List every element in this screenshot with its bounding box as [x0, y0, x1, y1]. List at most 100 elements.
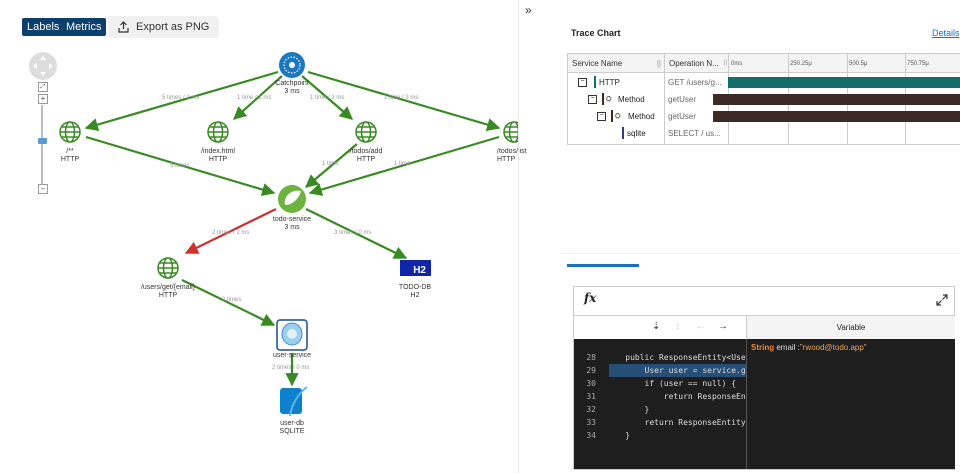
zoom-slider-handle[interactable]: [38, 138, 47, 144]
node-todo-db-sub: H2: [410, 292, 420, 299]
code-view: 28 public ResponseEntity<User 29 User us…: [574, 339, 746, 469]
export-icon: [118, 21, 129, 33]
node-root-sub: HTTP: [60, 156, 80, 163]
node-index-name: /index.html: [201, 148, 235, 155]
trace-chart-title: Trace Chart: [571, 28, 621, 38]
service-name: sqlite: [627, 129, 646, 138]
debugger-panel: fx ⇣ ↕ ← → Variable 28 public ResponseEn…: [573, 286, 955, 470]
sqlite-icon: [280, 386, 308, 417]
catchpoint-icon: [279, 52, 305, 78]
edge-todos-list-todo-service: [308, 135, 500, 196]
timeline-header: 0ms 250.25μ 500.5μ 750.75μ: [728, 54, 960, 73]
operation-name: GET /users/g...: [668, 78, 722, 87]
node-todo-service-sub: 3 ms: [284, 224, 300, 231]
panel-divider[interactable]: [518, 0, 519, 473]
tick-label: 0ms: [731, 61, 743, 67]
code-line: 33 return ResponseEntity: [586, 418, 746, 427]
service-name: Method: [618, 95, 645, 104]
operation-name: getUser: [668, 112, 697, 121]
tick-label: 750.75μ: [907, 61, 929, 67]
code-line: 30 if (user == null) {: [586, 379, 737, 388]
col-header-service[interactable]: Service Name ||: [568, 54, 664, 73]
step-forward-icon[interactable]: →: [718, 321, 728, 332]
node-todos-add-sub: HTTP: [356, 156, 376, 163]
span-bar[interactable]: [728, 77, 960, 88]
edge-users-get-user-service: [181, 279, 276, 326]
operation-name: SELECT / us...: [668, 129, 721, 138]
step-into-icon[interactable]: ⇣: [652, 321, 661, 332]
metrics-button[interactable]: Metrics: [61, 18, 107, 36]
globe-icon-index: [207, 121, 229, 143]
code-line: 34 }: [586, 431, 631, 440]
current-line-highlight: [609, 364, 746, 377]
node-user-service-name: user-service: [272, 352, 312, 359]
user-service-icon: [276, 319, 308, 351]
debug-controls: ⇣ ↕ ← →: [574, 316, 746, 339]
collapse-icon[interactable]: −: [597, 112, 606, 121]
method-icon: ⛭: [606, 96, 612, 103]
edge-label: 1 time / 1 ms: [237, 95, 272, 101]
expand-icon[interactable]: [936, 294, 948, 306]
code-line: 32 }: [586, 405, 650, 414]
edge-root-todo-service: [85, 135, 276, 196]
edge-label: 2 times / 0 ms: [272, 365, 310, 371]
details-link[interactable]: Details: [932, 28, 960, 38]
edge-catchpoint-todos-add: [301, 75, 354, 120]
pan-arrows-icon: [33, 56, 53, 76]
trace-row[interactable]: sqlite SELECT / us...: [568, 125, 960, 142]
node-users-get-name: /users/get/{email}: [140, 284, 196, 291]
edge-catchpoint-todos-list: [307, 70, 501, 131]
node-users-get-sub: HTTP: [158, 292, 178, 299]
span-bar[interactable]: [713, 111, 960, 122]
node-todo-db-name: TODO-DB: [398, 284, 432, 291]
node-user-db-sub: SQLITE: [279, 428, 305, 435]
trace-row[interactable]: − ⛭ Method getUser: [568, 91, 960, 108]
method-icon: ⛭: [615, 113, 621, 120]
edge-todo-service-todo-db: [305, 208, 408, 259]
edge-label: 5 times / 1 ms: [162, 95, 200, 101]
code-line: 31 return ResponseEnti: [586, 392, 746, 401]
node-catchpoint-name: Catchpoint: [275, 80, 309, 87]
edge-label: 1 time: [394, 161, 411, 167]
labels-button[interactable]: Labels: [22, 18, 65, 36]
tick-label: 500.5μ: [849, 61, 868, 67]
svg-text:H2: H2: [413, 265, 426, 276]
edge-catchpoint-root: [84, 70, 279, 132]
trace-table: Service Name || Operation N... || 0ms 25…: [567, 53, 960, 145]
node-todos-add-name: /todos/add: [349, 148, 383, 155]
tick-label: 250.25μ: [790, 61, 812, 67]
globe-icon-todos-add: [355, 121, 377, 143]
node-root-name: /**: [66, 148, 74, 155]
export-png-button[interactable]: Export as PNG: [108, 16, 220, 38]
variable-row[interactable]: String email :"rwood@todo.app": [751, 343, 867, 352]
variables-view: String email :"rwood@todo.app": [746, 339, 955, 469]
collapse-icon[interactable]: −: [588, 95, 597, 104]
variable-type: String: [751, 343, 775, 352]
col-header-operation[interactable]: Operation N...: [664, 54, 728, 73]
zoom-out-button[interactable]: −: [38, 184, 48, 194]
collapse-panel-icon[interactable]: »: [525, 3, 532, 17]
step-back-icon[interactable]: ←: [696, 321, 706, 332]
trace-row[interactable]: − HTTP GET /users/g...: [568, 74, 960, 91]
service-map: H2: [59, 52, 518, 417]
zoom-slider-rail[interactable]: [41, 105, 43, 185]
variable-name: email :: [774, 343, 800, 352]
node-index-sub: HTTP: [208, 156, 228, 163]
edge-label: 2 times / 2 ms: [212, 230, 250, 236]
edge-label: 1 time: [322, 161, 339, 167]
fx-icon[interactable]: fx: [584, 291, 597, 305]
active-tab-indicator[interactable]: [567, 264, 639, 267]
node-todo-service-name: todo-service: [272, 216, 312, 223]
variable-header: Variable: [746, 316, 955, 339]
pan-control[interactable]: [29, 52, 57, 80]
fit-icon[interactable]: ⤢: [38, 82, 48, 92]
step-over-icon[interactable]: ↕: [675, 321, 680, 332]
node-todos-list-name: /todos/list: [497, 148, 527, 155]
spring-icon: [278, 185, 306, 213]
collapse-icon[interactable]: −: [578, 78, 587, 87]
span-bar[interactable]: [713, 94, 960, 105]
edge-todos-add-todo-service: [304, 143, 358, 188]
trace-row[interactable]: − ⛭ Method getUser: [568, 108, 960, 125]
code-line: 29 User user = service.get: [586, 366, 746, 375]
zoom-in-button[interactable]: +: [38, 94, 48, 104]
